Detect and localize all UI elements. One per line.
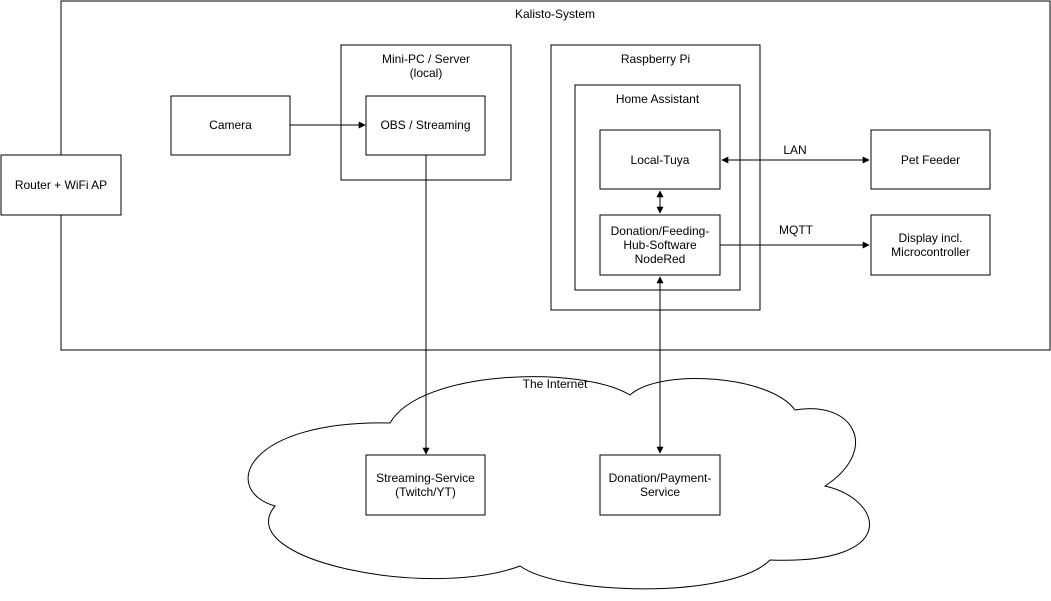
internet-cloud[interactable] (247, 376, 870, 590)
minipc-label: Mini-PC / Server (local) (381, 52, 470, 80)
pet-feeder-label: Pet Feeder (900, 153, 961, 167)
local-tuya-node[interactable] (599, 129, 721, 190)
pet-feeder-node[interactable] (870, 129, 991, 190)
donation-hub-label: Donation/Feeding- Hub-Software NodeRed (610, 224, 710, 266)
camera-node[interactable] (170, 95, 291, 156)
display-label: Display incl. Microcontroller (891, 231, 970, 259)
camera-label: Camera (209, 118, 252, 132)
home-assistant-label: Home Assistant (615, 92, 700, 106)
obs-label: OBS / Streaming (380, 118, 471, 132)
payment-service-label: Donation/Payment- Service (608, 471, 712, 499)
system-title: Kalisto-System (514, 7, 596, 21)
streaming-service-node[interactable] (365, 454, 486, 516)
local-tuya-label: Local-Tuya (630, 153, 690, 167)
streaming-service-label: Streaming-Service (Twitch/YT) (376, 471, 475, 499)
display-node[interactable] (870, 214, 991, 276)
raspberry-label: Raspberry Pi (620, 52, 691, 66)
router-label: Router + WiFi AP (14, 178, 108, 192)
internet-label: The Internet (522, 377, 588, 391)
obs-node[interactable] (365, 95, 486, 156)
router-node[interactable] (0, 154, 122, 216)
mqtt-label: MQTT (779, 223, 813, 237)
payment-service-node[interactable] (599, 454, 721, 516)
donation-hub-node[interactable] (599, 214, 721, 276)
lan-label: LAN (783, 143, 807, 157)
